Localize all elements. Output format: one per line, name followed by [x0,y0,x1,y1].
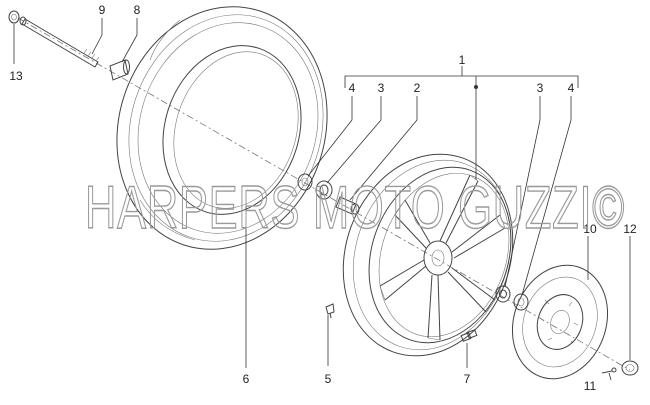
seal-left [297,173,313,191]
wheel-rim [342,153,514,357]
callout-5: 5 [325,372,332,386]
tyre [116,6,328,250]
callout-8: 8 [134,3,141,17]
callout-4-right: 4 [568,81,575,95]
spacer-right [621,360,639,376]
balance-weight [460,329,478,342]
callout-3-right: 3 [537,81,544,95]
callout-2: 2 [414,81,421,95]
callout-13: 13 [9,69,23,83]
callout-1: 1 [459,53,466,67]
valve [325,303,335,319]
callout-11: 11 [584,379,597,393]
callout-10: 10 [583,222,597,236]
axle-nut [8,10,20,24]
disc-screw [601,367,617,374]
watermark: HARPERS MOTO GUZZI© [85,174,625,241]
bearing-right [495,285,511,303]
callouts: 1 4 3 2 3 4 9 8 13 6 5 7 10 12 11 [9,3,637,393]
bearing-left [315,180,333,200]
callout-7: 7 [464,372,471,386]
callout-4-left: 4 [349,81,356,95]
callout-3-left: 3 [378,81,385,95]
callout-6: 6 [243,372,250,386]
callout-9: 9 [99,3,106,17]
brake-disc [511,264,609,380]
leader-lines [13,18,631,381]
callout-12: 12 [623,222,637,236]
axle [19,16,100,68]
spacer [109,59,130,81]
assembly-axis [17,17,631,371]
